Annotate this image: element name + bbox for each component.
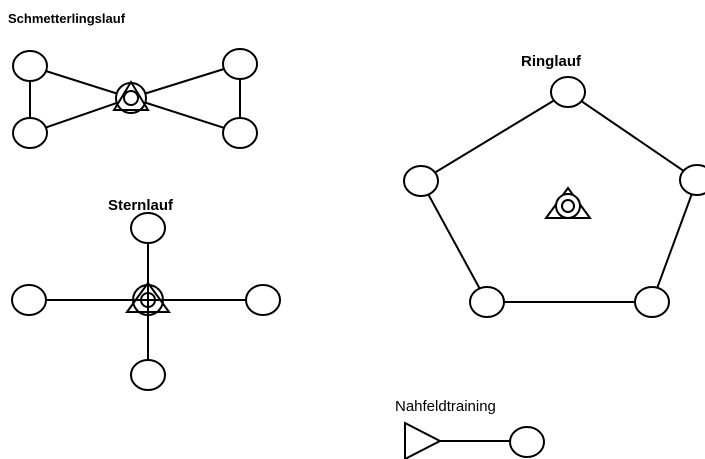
- cone-marker: [469, 286, 505, 318]
- star-title: Sternlauf: [108, 197, 174, 214]
- cone-marker: [222, 117, 258, 149]
- butterfly-connector: [130, 97, 241, 134]
- cone-marker: [550, 76, 586, 108]
- center-player-icon: [125, 281, 171, 316]
- ring-drill: [403, 76, 705, 318]
- center-player-icon: [544, 186, 592, 219]
- ring-title: Ringlauf: [521, 53, 582, 70]
- player-triangle-icon: [404, 421, 443, 459]
- cone-marker: [12, 50, 48, 82]
- near-field-drill: [404, 421, 545, 459]
- star-drill: [11, 212, 281, 391]
- center-player-icon: [112, 80, 150, 114]
- butterfly-connector: [29, 97, 132, 134]
- cone-marker: [509, 426, 545, 458]
- butterfly-title: Schmetterlingslauf: [8, 11, 126, 26]
- cone-marker: [634, 286, 670, 318]
- ring-path: [419, 90, 699, 303]
- cone-marker: [679, 164, 705, 196]
- butterfly-connector: [130, 63, 241, 99]
- cone-marker: [11, 284, 47, 316]
- cone-marker: [12, 117, 48, 149]
- cone-marker: [245, 284, 281, 316]
- cone-marker: [403, 165, 439, 197]
- near-field-title: Nahfeldtraining: [395, 398, 496, 415]
- cone-marker: [130, 359, 166, 391]
- cone-marker: [222, 48, 258, 80]
- butterfly-drill: [12, 48, 258, 149]
- cone-marker: [130, 212, 166, 244]
